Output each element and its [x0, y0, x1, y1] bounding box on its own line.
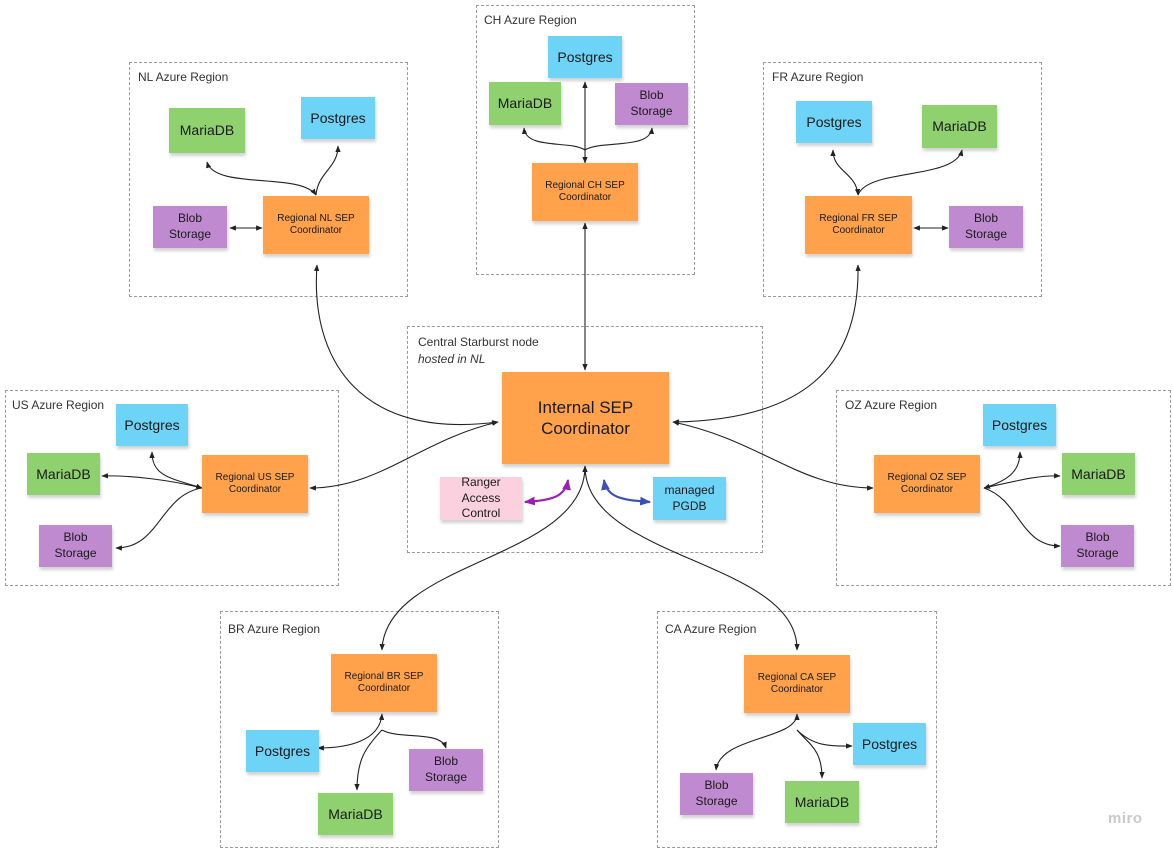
arrow-central-nl: [313, 264, 499, 426]
arrow-ca-postgres: [796, 729, 853, 749]
region-fr: [763, 62, 1042, 297]
fr-blob-note: Blob Storage: [949, 206, 1023, 248]
arrow-fr-mariadb: [857, 149, 964, 196]
arrow-central-fr: [672, 264, 861, 425]
arrow-central-us: [309, 420, 499, 491]
arrow-ch-blob: [584, 127, 655, 151]
ch-postgres-note: Postgres: [548, 36, 622, 78]
arrow-us-mariadb: [101, 473, 203, 489]
arrow-oz-postgres: [983, 451, 1023, 489]
region-label-br: BR Azure Region: [228, 622, 321, 636]
ch-blob-note: Blob Storage: [615, 83, 688, 125]
miro-logo: miro: [1108, 810, 1143, 827]
ch-coordinator-note: Regional CH SEP Coordinator: [532, 163, 638, 221]
arrow-nl-postgres: [315, 145, 341, 196]
region-nl: [129, 62, 408, 297]
nl-coordinator-note: Regional NL SEP Coordinator: [263, 196, 369, 254]
nl-postgres-note: Postgres: [301, 97, 375, 139]
oz-mariadb-note: MariaDB: [1062, 453, 1135, 495]
br-mariadb-note: MariaDB: [318, 793, 393, 835]
arrow-fr-postgres: [830, 149, 861, 196]
arrow-ca-blob: [714, 713, 800, 771]
us-blob-note: Blob Storage: [39, 525, 112, 567]
arrow-br-postgres: [317, 713, 385, 751]
arrow-br-mariadb: [354, 729, 383, 791]
internal-coordinator-note: Internal SEP Coordinator: [502, 372, 669, 464]
region-label-fr: FR Azure Region: [772, 70, 864, 84]
fr-coordinator-note: Regional FR SEP Coordinator: [805, 196, 912, 254]
arrow-central-ca: [584, 465, 800, 651]
nl-blob-note: Blob Storage: [153, 206, 227, 248]
region-label-nl: NL Azure Region: [138, 70, 229, 84]
ch-mariadb-note: MariaDB: [489, 82, 561, 125]
br-blob-note: Blob Storage: [409, 749, 483, 791]
arrow-nl-mariadb: [206, 161, 317, 196]
us-coordinator-note: Regional US SEP Coordinator: [202, 455, 308, 513]
br-postgres-note: Postgres: [246, 730, 319, 772]
arrow-ca-mariadb: [796, 729, 825, 779]
arrow-oz-blob: [983, 487, 1061, 549]
oz-postgres-note: Postgres: [983, 404, 1056, 446]
arrow-br-blob: [381, 729, 447, 749]
region-label-oz: OZ Azure Region: [845, 398, 938, 412]
arrow-pgdb: [601, 478, 652, 506]
arrow-ch-mariadb: [521, 127, 586, 151]
arrow-oz-mariadb: [983, 473, 1061, 489]
arrow-us-blob: [115, 487, 203, 551]
region-label-ch: CH Azure Region: [484, 13, 577, 27]
fr-mariadb-note: MariaDB: [922, 105, 997, 148]
region-br: [220, 611, 499, 848]
ranger-note: Ranger Access Control: [440, 475, 522, 520]
arrow-central-br: [379, 465, 588, 651]
us-postgres-note: Postgres: [116, 404, 188, 446]
ca-blob-note: Blob Storage: [680, 773, 753, 815]
nl-mariadb-note: MariaDB: [169, 108, 245, 153]
region-label-us: US Azure Region: [12, 398, 105, 412]
arrow-central-oz: [672, 420, 874, 491]
ca-coordinator-note: Regional CA SEP Coordinator: [744, 655, 850, 713]
region-label-ca: CA Azure Region: [665, 622, 757, 636]
oz-coordinator-note: Regional OZ SEP Coordinator: [874, 455, 980, 513]
managed-pgdb-note: managed PGDB: [653, 477, 726, 520]
br-coordinator-note: Regional BR SEP Coordinator: [331, 654, 437, 712]
fr-postgres-note: Postgres: [796, 101, 872, 143]
region-ca: [657, 611, 937, 848]
oz-blob-note: Blob Storage: [1061, 525, 1134, 567]
ca-postgres-note: Postgres: [853, 723, 926, 765]
us-mariadb-note: MariaDB: [27, 453, 100, 495]
arrow-ranger: [523, 478, 571, 506]
ca-mariadb-note: MariaDB: [785, 781, 859, 823]
